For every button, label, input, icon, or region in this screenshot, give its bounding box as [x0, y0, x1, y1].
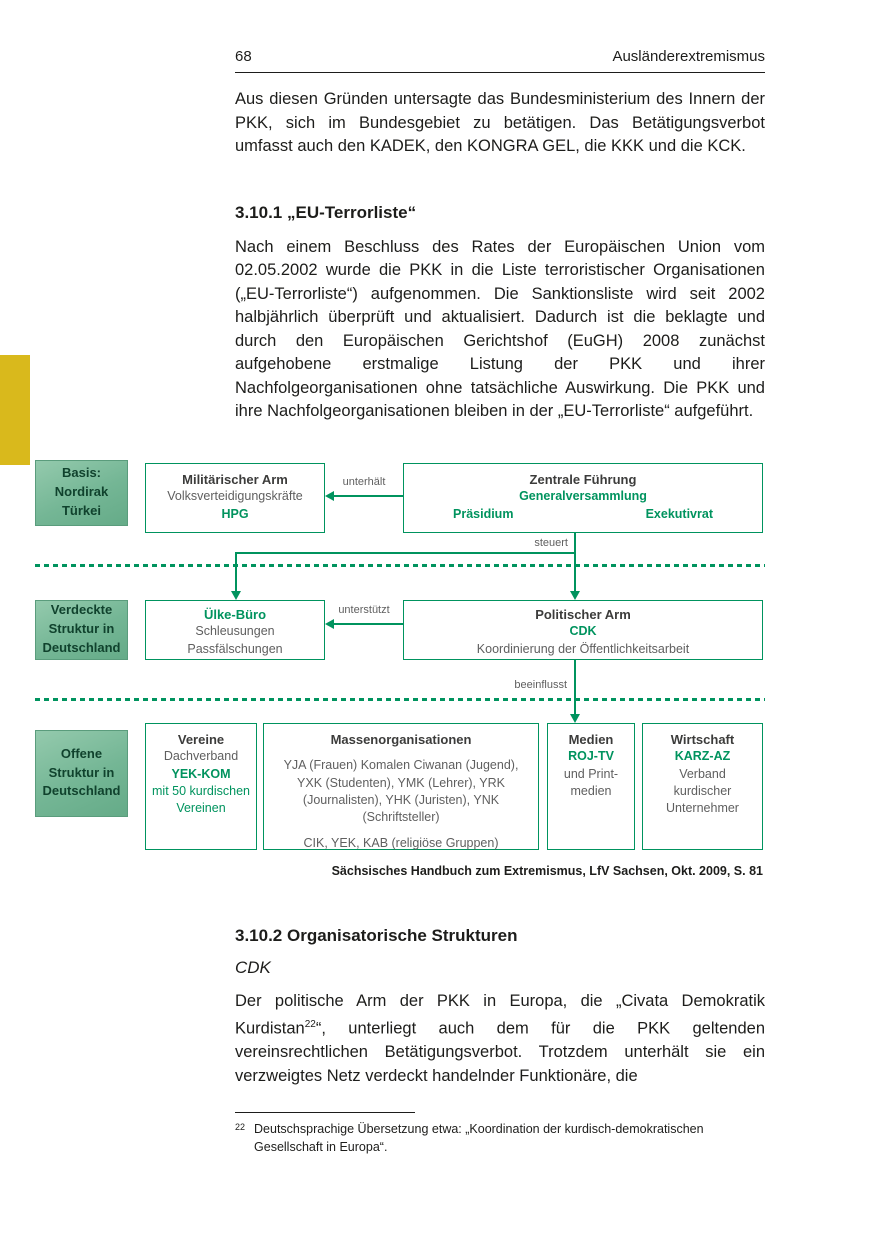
- box-vereine-line3: YEK-KOM: [171, 766, 231, 781]
- side-label-verdeckt-line2: Struktur in: [48, 621, 115, 637]
- box-medien-line3: und Print-: [563, 766, 619, 781]
- subheading-cdk: CDK: [235, 957, 271, 977]
- box-medien: Medien ROJ-TV und Print- medien: [547, 722, 635, 850]
- content-column: 68 Ausländerextremismus Aus diesen Gründ…: [35, 0, 765, 1156]
- side-label-offen-line2: Struktur in: [48, 764, 115, 780]
- page-number: 68: [235, 48, 252, 65]
- arrow-unterhaelt-line: [333, 494, 403, 497]
- box-central-leadership: Zentrale Führung Generalversammlung Präs…: [403, 462, 763, 533]
- box-wirtschaft-line5: Unternehmer: [666, 801, 739, 816]
- footnote-reference: 22: [304, 1019, 316, 1030]
- footnote-marker: 22: [235, 1122, 246, 1132]
- box-vereine: Vereine Dachverband YEK-KOM mit 50 kurdi…: [145, 722, 257, 850]
- box-political-line2: CDK: [569, 624, 597, 639]
- side-label-offen: Offene Struktur in Deutschland: [35, 729, 128, 817]
- box-uelke-buero: Ülke-Büro Schleusungen Passfälschungen: [145, 599, 325, 660]
- box-central-title: Zentrale Führung: [529, 471, 637, 487]
- arrow-unterhaelt: unterhält: [325, 476, 403, 514]
- box-mass-body2: CIK, YEK, KAB (religiöse Gruppen): [303, 836, 499, 851]
- arrow-steuert-label: steuert: [534, 536, 568, 549]
- box-central-line3: Präsidium Exekutivrat: [408, 506, 758, 523]
- box-uelke-line2: Schleusungen: [195, 624, 275, 639]
- arrow-down-icon: [570, 590, 580, 600]
- box-political-arm: Politischer Arm CDK Koordinierung der Öf…: [403, 599, 763, 660]
- box-political-title: Politischer Arm: [535, 606, 631, 622]
- box-medien-line2: ROJ-TV: [568, 749, 614, 764]
- pkk-structure-diagram: Basis: Nordirak Türkei Militärischer Arm…: [35, 459, 765, 892]
- box-military-arm: Militärischer Arm Volksverteidigungskräf…: [145, 462, 325, 533]
- box-military-line2: Volksverteidigungskräfte: [167, 489, 303, 504]
- side-label-offen-line3: Deutschland: [42, 783, 121, 799]
- side-label-basis-line2: Nordirak: [54, 484, 109, 500]
- footnote-area: 22 Deutschsprachige Übersetzung etwa: „K…: [235, 1112, 765, 1156]
- running-head: Ausländerextremismus: [612, 48, 765, 65]
- connector-steuert-left: [235, 551, 237, 592]
- side-label-verdeckt: Verdeckte Struktur in Deutschland: [35, 599, 128, 660]
- box-military-title: Militärischer Arm: [182, 471, 288, 487]
- box-wirtschaft-line4: kurdischer: [673, 783, 732, 798]
- dashed-divider-2: [35, 697, 765, 701]
- side-label-verdeckt-line3: Deutschland: [42, 639, 121, 655]
- cdk-paragraph-part1: Der politische Arm der PKK in Europa, di…: [235, 991, 765, 1038]
- connector-steuert-right: [574, 551, 576, 592]
- box-vereine-line2: Dachverband: [163, 749, 239, 764]
- connector-beeinflusst: [574, 659, 576, 715]
- arrow-left-icon: [325, 490, 334, 501]
- box-vereine-title: Vereine: [177, 731, 225, 747]
- connector-steuert-stub: [574, 532, 576, 554]
- box-uelke-title: Ülke-Büro: [203, 606, 267, 622]
- side-label-verdeckt-line1: Verdeckte: [50, 602, 113, 618]
- page-header: 68 Ausländerextremismus: [235, 48, 765, 73]
- arrow-down-icon: [231, 590, 241, 600]
- box-wirtschaft-title: Wirtschaft: [670, 731, 735, 747]
- box-political-line3: Koordinierung der Öffentlichkeitsarbeit: [476, 641, 690, 656]
- dashed-divider-1: [35, 563, 765, 567]
- section-heading-3-10-1: 3.10.1 „EU-Terrorliste“: [235, 202, 417, 222]
- box-military-line3: HPG: [221, 506, 249, 521]
- box-massenorganisationen: Massenorganisationen YJA (Frauen) Komale…: [263, 722, 539, 851]
- arrow-down-icon: [570, 713, 580, 723]
- terrorliste-paragraph: Nach einem Beschluss des Rates der Europ…: [235, 237, 765, 421]
- box-vereine-line4: mit 50 kurdischen: [152, 783, 250, 798]
- arrow-unterstuetzt-label: unterstützt: [338, 603, 390, 616]
- box-medien-title: Medien: [568, 731, 614, 747]
- diagram-caption: Sächsisches Handbuch zum Extremismus, Lf…: [331, 863, 763, 878]
- arrow-left-icon: [325, 618, 334, 629]
- side-label-basis: Basis: Nordirak Türkei: [35, 459, 128, 526]
- box-mass-body1: YJA (Frauen) Komalen Ciwanan (Jugend), Y…: [283, 758, 519, 825]
- side-label-basis-line1: Basis:: [61, 465, 102, 481]
- side-label-offen-line1: Offene: [60, 745, 103, 761]
- box-central-line2: Generalversammlung: [519, 489, 647, 504]
- section-heading-3-10-2: 3.10.2 Organisatorische Strukturen: [235, 925, 518, 945]
- footnote-text: Deutschsprachige Übersetzung etwa: „Koor…: [254, 1122, 704, 1155]
- arrow-unterhaelt-label: unterhält: [342, 475, 386, 488]
- cdk-paragraph-part2: “, unterliegt auch dem für die PKK gelte…: [235, 1019, 765, 1085]
- arrow-unterstuetzt: unterstützt: [325, 604, 403, 642]
- arrow-unterstuetzt-line: [333, 622, 403, 625]
- box-medien-line4: medien: [570, 783, 612, 798]
- box-uelke-line3: Passfälschungen: [187, 641, 283, 656]
- box-wirtschaft-line2: KARZ-AZ: [674, 749, 731, 764]
- cdk-paragraph: Der politische Arm der PKK in Europa, di…: [235, 990, 765, 1089]
- margin-tab-marker: [0, 355, 30, 465]
- side-label-basis-line3: Türkei: [61, 502, 101, 518]
- footnote-rule: [235, 1112, 415, 1113]
- footnote-item: 22 Deutschsprachige Übersetzung etwa: „K…: [235, 1120, 765, 1156]
- box-central-praesidium: Präsidium: [453, 506, 514, 521]
- box-central-exekutivrat: Exekutivrat: [645, 506, 713, 521]
- box-vereine-line5: Vereinen: [176, 801, 226, 816]
- box-wirtschaft-line3: Verband: [679, 766, 726, 781]
- box-mass-title: Massenorganisationen: [330, 731, 472, 747]
- arrow-beeinflusst-label: beeinflusst: [514, 678, 567, 691]
- connector-steuert-branch: [235, 551, 576, 554]
- box-wirtschaft: Wirtschaft KARZ-AZ Verband kurdischer Un…: [642, 722, 763, 850]
- intro-paragraph: Aus diesen Gründen untersagte das Bundes…: [235, 90, 765, 155]
